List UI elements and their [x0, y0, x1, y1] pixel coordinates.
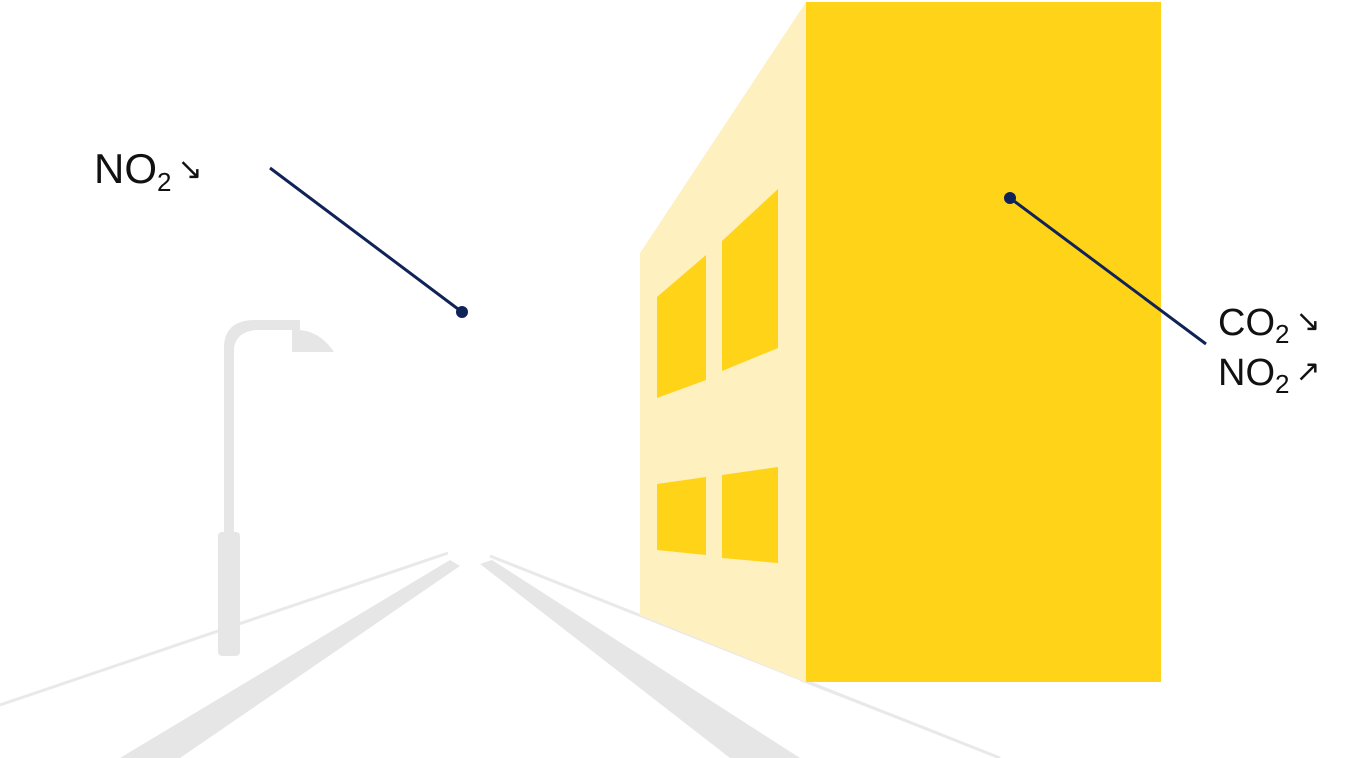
- building-window-lower-right: [722, 467, 778, 563]
- indoor-no2-trend-arrow-icon: ↗: [1295, 354, 1320, 389]
- outdoor-formula: NO: [94, 145, 157, 192]
- outdoor-formula-subscript: 2: [157, 167, 171, 197]
- indoor-co2-trend-arrow-icon: ↘: [1295, 304, 1320, 339]
- building-window-lower-left: [657, 477, 706, 555]
- indoor-co2-formula: CO: [1218, 302, 1275, 344]
- outdoor-callout-line: [270, 168, 462, 312]
- indoor-co2-subscript: 2: [1275, 319, 1289, 349]
- indoor-no2-subscript: 2: [1275, 369, 1289, 399]
- indoor-co2-label: CO2↘: [1218, 298, 1321, 347]
- building-front-wall: [806, 2, 1161, 682]
- indoor-no2-formula: NO: [1218, 352, 1275, 394]
- lamp-head: [292, 330, 334, 352]
- lamp-pole: [224, 320, 300, 540]
- outdoor-trend-arrow-icon: ↘: [177, 152, 202, 187]
- outdoor-callout-dot: [456, 306, 468, 318]
- lamp-base: [218, 532, 240, 656]
- outdoor-no2-label: NO2↘: [94, 145, 203, 194]
- street-lamp-icon: [218, 320, 334, 656]
- indoor-no2-label: NO2↗: [1218, 348, 1321, 397]
- sidewalk-line: [800, 680, 1000, 758]
- road-stripe-left: [120, 560, 460, 758]
- indoor-callout-dot: [1004, 192, 1016, 204]
- building: [640, 2, 1161, 682]
